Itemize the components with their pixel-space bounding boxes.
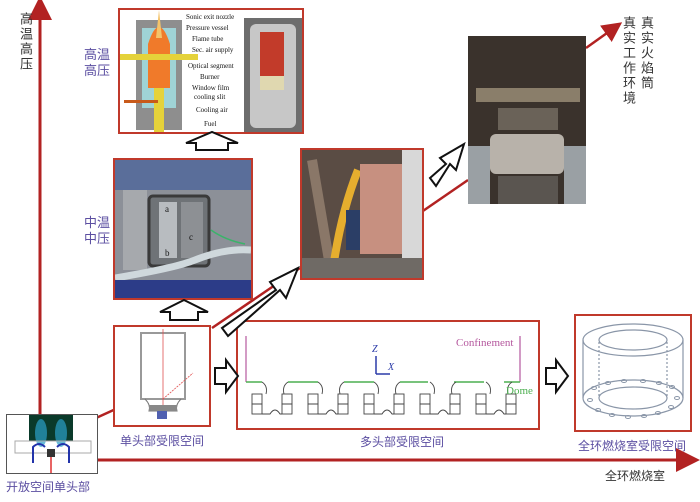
annular-confined-panel — [574, 314, 692, 432]
confinement-label: Confinement — [456, 337, 513, 349]
y-axis-label: 高温高压 — [17, 12, 32, 72]
real-flame-tube-photo — [468, 36, 586, 204]
mark-a: a — [165, 204, 169, 214]
callout-cooling-air: Cooling air — [196, 106, 228, 114]
open-single-head-panel — [6, 414, 98, 474]
arrow-diag-to-real — [428, 141, 466, 188]
real-env-arrow — [585, 22, 623, 50]
callout-flame-tube: Flame tube — [192, 35, 223, 43]
high-temp-side-label: 高温 高压 — [84, 48, 111, 79]
liner-sector-photo-panel — [300, 148, 424, 280]
real-work-env-label: 真实工作环境 — [620, 16, 635, 106]
callout-window-film: Window film — [192, 84, 230, 92]
mark-c: c — [189, 232, 193, 242]
callout-burner: Burner — [200, 73, 220, 81]
callout-cooling-slit: cooling slit — [194, 93, 225, 101]
multi-confined-panel: Z X Confinement Dome — [236, 320, 540, 430]
callout-fuel: Fuel — [204, 120, 217, 128]
single-confined-panel — [113, 325, 211, 427]
mid-temp-side-label: 中温 中压 — [84, 216, 111, 247]
arrow-right-to-multi — [214, 357, 240, 395]
callout-sonic-exit-nozzle: Sonic exit nozzle — [186, 13, 234, 21]
axis-z-label: Z — [372, 344, 378, 355]
open-single-head-label: 开放空间单头部 — [6, 480, 91, 494]
x-axis-label: 全环燃烧室 — [605, 469, 666, 483]
callout-pressure-vessel: Pressure vessel — [186, 24, 229, 32]
arrow-right-to-annular — [545, 357, 570, 395]
mark-b: b — [165, 248, 170, 258]
callout-sec-air-supply: Sec. air supply — [192, 46, 234, 54]
axis-x-label: X — [387, 362, 395, 373]
callout-optical-segment: Optical segment — [188, 62, 234, 70]
high-temp-diagram-panel: Sonic exit nozzle Pressure vessel Flame … — [118, 8, 304, 134]
annular-confined-label: 全环燃烧室受限空间 — [578, 439, 687, 453]
single-confined-label: 单头部受限空间 — [120, 434, 205, 448]
arrow-diag-to-sector — [220, 265, 300, 338]
arrow-up-to-high — [185, 130, 239, 151]
real-flame-tube-label: 真实火焰筒 — [638, 16, 653, 91]
multi-confined-label: 多头部受限空间 — [360, 435, 445, 449]
arrow-up-to-mid — [159, 298, 209, 321]
mid-temp-photo-panel: a b c — [113, 158, 253, 300]
dome-label: Dome — [506, 385, 533, 397]
